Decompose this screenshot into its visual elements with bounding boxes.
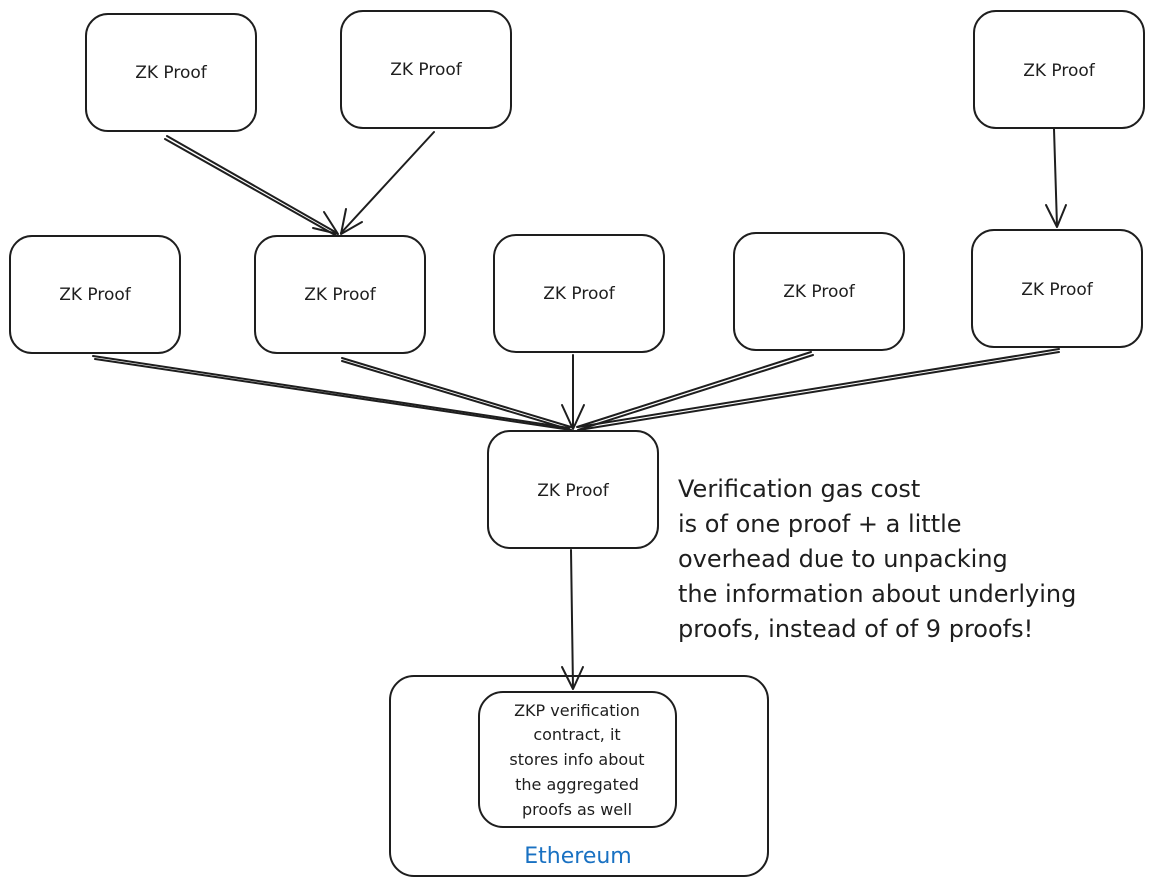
node-label: ZK Proof: [135, 63, 208, 83]
node-label: ZK Proof: [59, 285, 132, 305]
zk-proof-node-row2-1: ZK Proof: [9, 235, 181, 354]
zk-proof-node-top-left: ZK Proof: [85, 13, 257, 132]
note-line: proofs, instead of of 9 proofs!: [678, 615, 1033, 643]
note-line: overhead due to unpacking: [678, 545, 1008, 573]
node-label: ZK Proof: [390, 60, 463, 80]
zk-proof-node-aggregate: ZK Proof: [487, 430, 659, 549]
note-line: Verification gas cost: [678, 475, 920, 503]
ethereum-container: Ethereum: [389, 675, 769, 877]
arrow-row2-2-to-aggregate: [341, 357, 572, 431]
zkp-verification-contract: ZKP verification contract, it stores inf…: [478, 691, 677, 828]
zk-proof-node-row2-4: ZK Proof: [733, 232, 905, 351]
contract-line: ZKP verification: [514, 701, 640, 720]
gas-cost-note: Verification gas cost is of one proof + …: [678, 475, 1076, 643]
arrow-row2-4-to-aggregate: [576, 351, 814, 431]
zk-proof-node-top-right: ZK Proof: [973, 10, 1145, 129]
contract-line: proofs as well: [522, 800, 632, 819]
zk-proof-node-row2-3: ZK Proof: [493, 234, 665, 353]
node-label: ZK Proof: [304, 285, 377, 305]
zk-proof-node-top-middle: ZK Proof: [340, 10, 512, 129]
arrow-top-middle-to-row2-2: [340, 131, 435, 235]
zk-proof-node-row2-5: ZK Proof: [971, 229, 1143, 348]
arrow-aggregate-to-contract: [561, 549, 584, 690]
contract-line: the aggregated: [515, 775, 639, 794]
arrowhead-into-aggregate: [561, 404, 585, 430]
contract-line: stores info about: [509, 750, 644, 769]
note-line: the information about underlying: [678, 580, 1076, 608]
arrow-row2-5-to-aggregate: [577, 348, 1060, 431]
note-line: is of one proof + a little: [678, 510, 962, 538]
node-label: ZK Proof: [537, 481, 610, 501]
node-label: ZK Proof: [1023, 61, 1096, 81]
zk-proof-node-row2-2: ZK Proof: [254, 235, 426, 354]
node-label: ZK Proof: [783, 282, 856, 302]
contract-line: contract, it: [533, 725, 620, 744]
arrow-top-right-to-row2-5: [1045, 128, 1067, 228]
node-label: ZK Proof: [1021, 280, 1094, 300]
node-label: ZK Proof: [543, 284, 616, 304]
arrow-top-left-to-row2-2: [164, 135, 339, 236]
arrow-row2-1-to-aggregate: [92, 355, 572, 431]
ethereum-label: Ethereum: [524, 844, 631, 869]
